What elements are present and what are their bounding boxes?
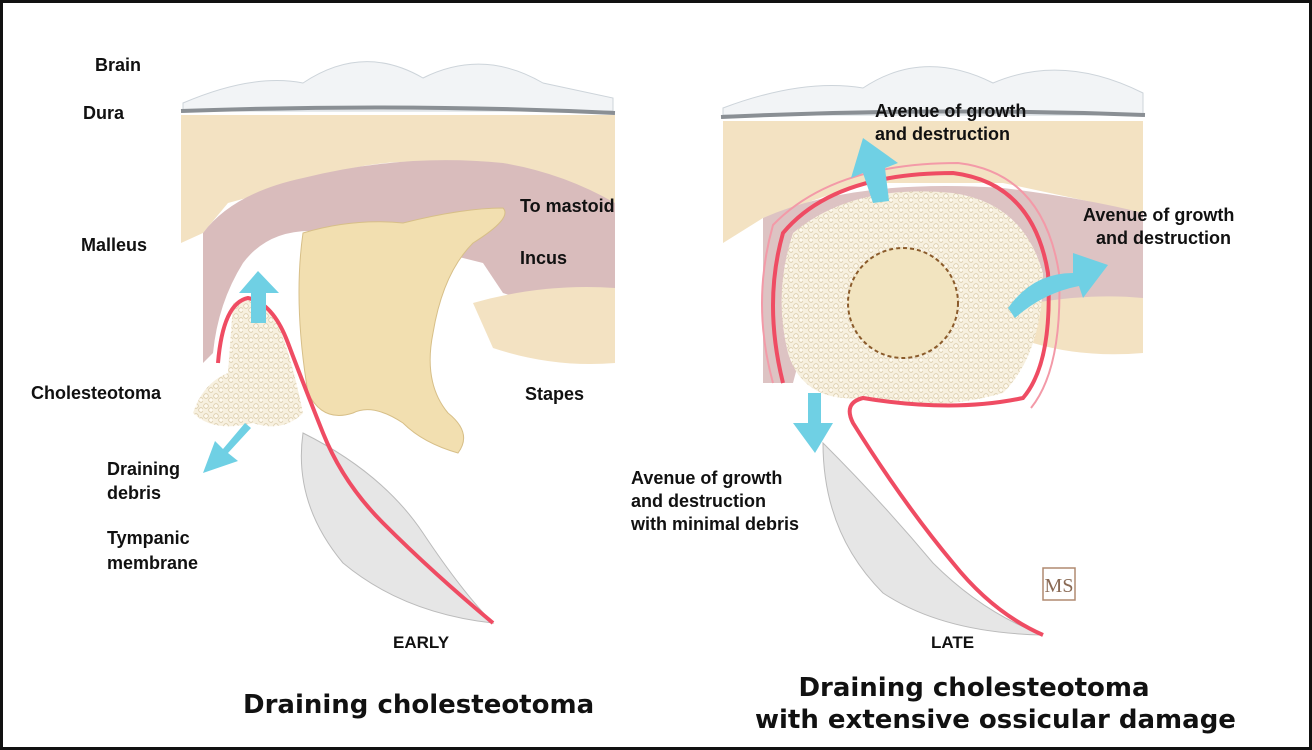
label-debris: debris (107, 483, 162, 503)
dura (180, 105, 616, 115)
label-avenue-bottom-3: with minimal debris (631, 514, 800, 534)
label-avenue-bottom-1: Avenue of growth (631, 468, 783, 488)
stage-early: EARLY (393, 633, 450, 652)
arrow-top (851, 138, 898, 203)
brain (722, 66, 1144, 116)
svg-text:MS: MS (1045, 575, 1074, 597)
eroded-ossicle (847, 247, 959, 359)
label-avenue-right-2: and destruction (1096, 228, 1232, 248)
right-title-line-1: Draining cholesteotoma (798, 673, 1150, 703)
left-illustration (180, 61, 616, 625)
label-stapes: Stapes (525, 384, 585, 404)
label-draining: Draining (107, 459, 181, 479)
illustration: MS (180, 61, 1146, 637)
epithelium-line (216, 295, 495, 625)
arrow-draining (203, 423, 251, 473)
label-incus: Incus (520, 248, 568, 268)
dura (720, 109, 1146, 119)
mucosa (203, 160, 615, 363)
incus (298, 207, 506, 454)
signature-monogram: MS (1042, 567, 1076, 601)
label-tympanic: Tympanic (107, 528, 190, 548)
brain (182, 61, 614, 112)
epithelium-line-outer (761, 161, 1061, 409)
arrow-bottom (793, 393, 833, 453)
label-brain: Brain (95, 55, 142, 75)
bone (181, 115, 615, 243)
tympanic-membrane (822, 441, 1044, 636)
epithelium-line (771, 170, 1051, 637)
tympanic-membrane (300, 432, 495, 624)
mastoid-bone (1033, 296, 1143, 355)
left-title: Draining cholesteotoma (243, 690, 595, 720)
arrow-right (1008, 253, 1108, 318)
label-avenue-top-2: and destruction (875, 124, 1011, 144)
bone (723, 121, 1143, 243)
cholesteatoma-mass (193, 300, 303, 427)
label-avenue-top-1: Avenue of growth (875, 101, 1027, 121)
label-avenue-right-1: Avenue of growth (1083, 205, 1235, 225)
right-illustration (720, 66, 1146, 637)
mastoid-bone (473, 287, 615, 364)
label-cholesteotoma: Cholesteotoma (31, 383, 162, 403)
label-membrane: membrane (107, 553, 199, 573)
arrow-up (239, 271, 279, 323)
label-avenue-bottom-2: and destruction (631, 491, 767, 511)
stage-late: LATE (931, 633, 975, 652)
label-malleus: Malleus (81, 235, 148, 255)
right-title-line-2: with extensive ossicular damage (755, 705, 1236, 735)
label-to-mastoid: To mastoid (520, 196, 615, 216)
label-dura: Dura (83, 103, 125, 123)
